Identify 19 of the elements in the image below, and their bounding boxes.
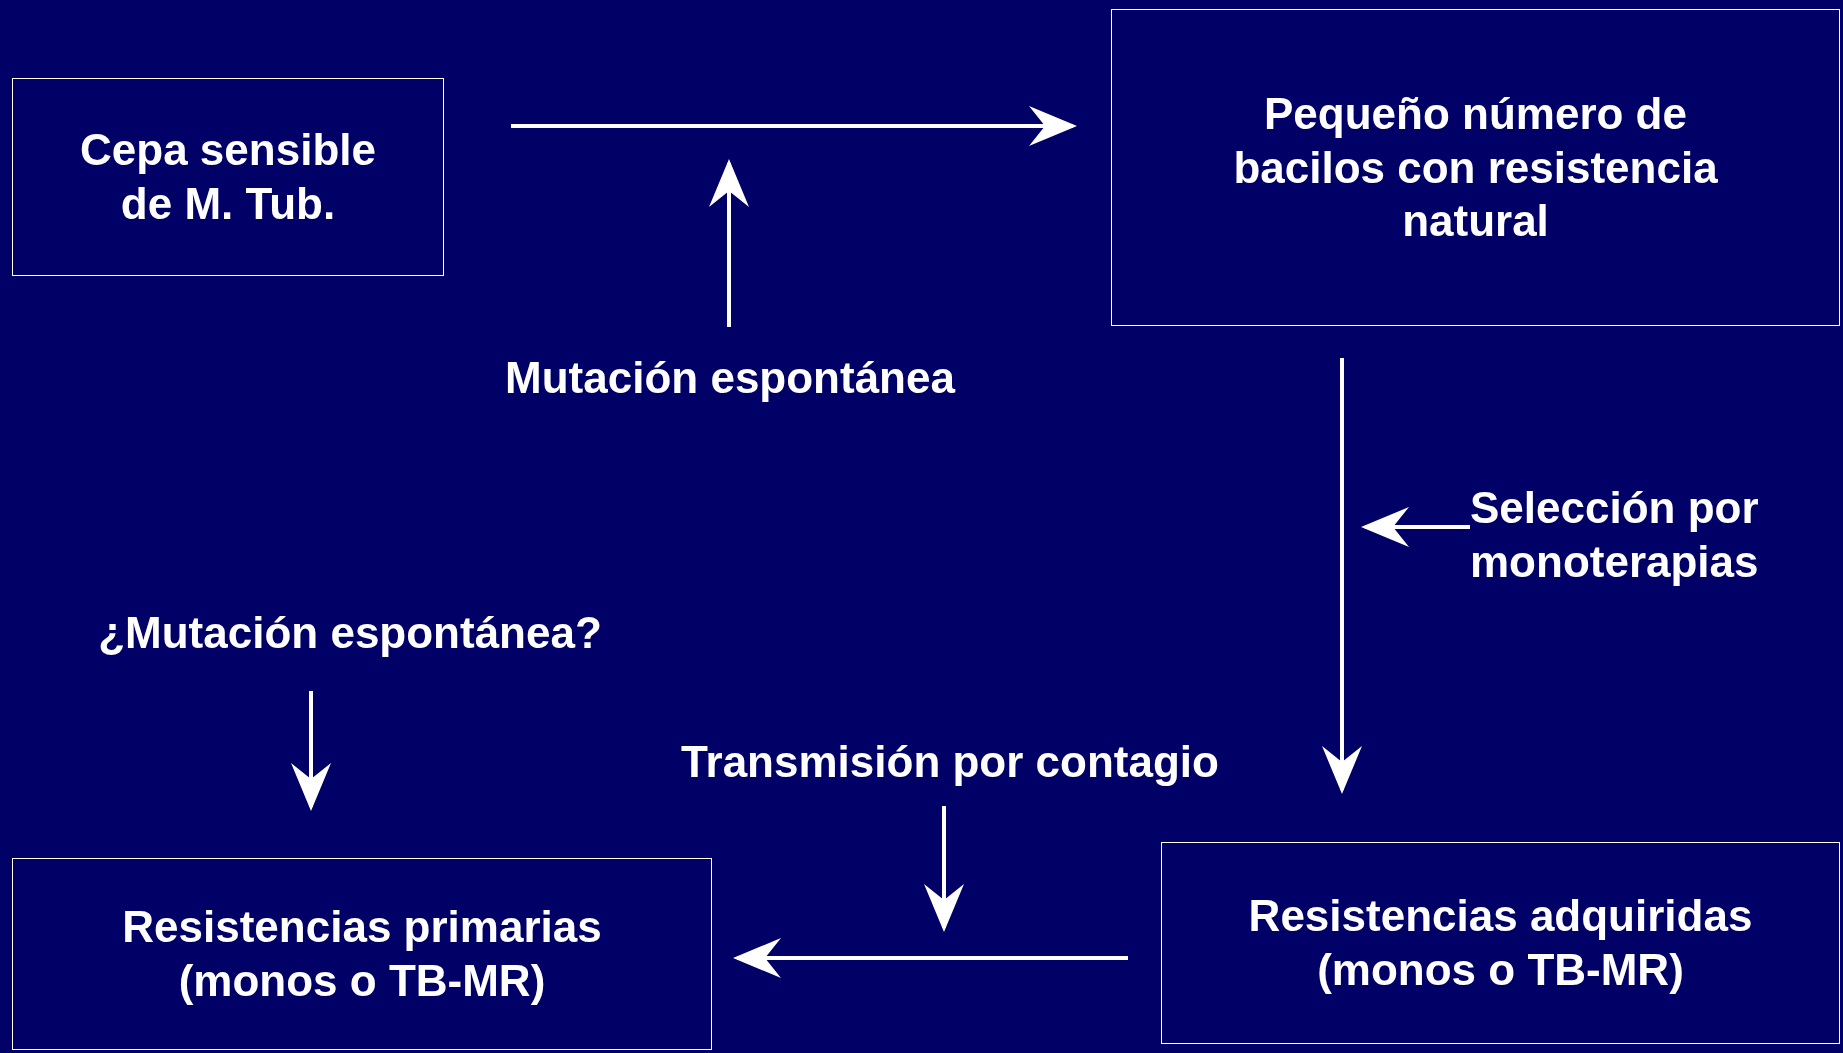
process-box	[12, 858, 712, 1050]
box-label: Cepa sensible de M. Tub.	[79, 124, 377, 230]
arrow	[291, 691, 331, 811]
box-label: Resistencias primarias (monos o TB-MR)	[121, 901, 603, 1007]
arrow	[1322, 358, 1362, 794]
arrow	[733, 938, 1128, 978]
arrow	[709, 159, 749, 327]
process-box	[12, 78, 444, 276]
arrow	[1361, 507, 1470, 547]
arrow	[511, 106, 1077, 146]
annotation-text: Mutación espontánea	[440, 340, 1020, 416]
box-label: Resistencias adquiridas (monos o TB-MR)	[1247, 890, 1754, 996]
annotation-text: Selección por monoterapias	[1470, 462, 1840, 608]
process-box	[1161, 842, 1840, 1044]
box-label: Pequeño número de bacilos con resistencia natural	[1232, 88, 1719, 248]
annotation-text: Transmisión por contagio	[610, 727, 1290, 797]
annotation-text: ¿Mutación espontánea?	[30, 598, 670, 668]
process-box	[1111, 9, 1840, 326]
arrow	[924, 806, 964, 932]
